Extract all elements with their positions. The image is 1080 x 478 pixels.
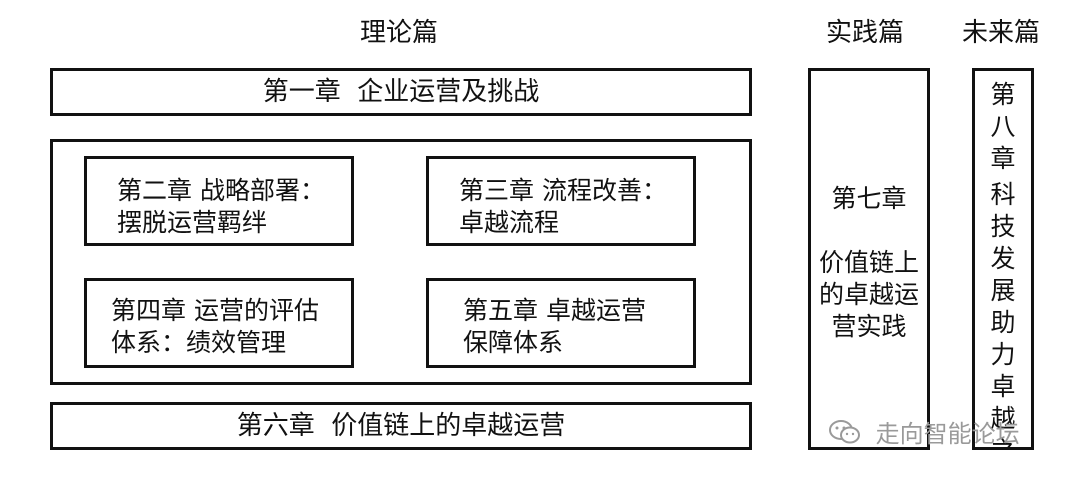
chapter-2-box: 第二章 战略部署： 摆脱运营羁绊 xyxy=(84,156,354,246)
chapter-8-box: 第 八 章 科 技 发 展 助 力 卓 越 之 旅 xyxy=(972,68,1034,450)
chapter-4-label: 第四章 运营的评估 体系：绩效管理 xyxy=(111,296,319,357)
chapter-7-body: 价值链上 的卓越运 营实践 xyxy=(818,248,919,341)
chapter-3-box: 第三章 流程改善： 卓越流程 xyxy=(426,156,696,246)
chapter-5-box: 第五章 卓越运营 保障体系 xyxy=(426,278,696,368)
chapter-3-label: 第三章 流程改善： 卓越流程 xyxy=(459,176,667,237)
chapter-8-body: 科 技 发 展 助 力 卓 越 之 旅 xyxy=(990,180,1016,447)
watermark-text: 走向智能论坛 xyxy=(875,420,1020,448)
heading-future: 未来篇 xyxy=(962,18,1041,48)
heading-theory: 理论篇 xyxy=(360,18,439,48)
heading-practice: 实践篇 xyxy=(826,18,905,48)
watermark: 走向智能论坛 xyxy=(828,414,1020,451)
chapter-7-box: 第七章 价值链上 的卓越运 营实践 xyxy=(808,68,930,450)
chapter-1-label: 第一章 企业运营及挑战 xyxy=(262,77,540,107)
chapter-1-box: 第一章 企业运营及挑战 xyxy=(50,68,752,116)
chapter-7-title: 第七章 xyxy=(831,184,907,213)
chapter-6-label: 第六章 价值链上的卓越运营 xyxy=(236,411,566,441)
chapter-6-box: 第六章 价值链上的卓越运营 xyxy=(50,402,752,450)
chapter-8-title: 第 八 章 xyxy=(990,80,1016,173)
chapter-2-label: 第二章 战略部署： 摆脱运营羁绊 xyxy=(117,176,325,237)
chapter-5-label: 第五章 卓越运营 保障体系 xyxy=(463,296,646,357)
chapter-4-box: 第四章 运营的评估 体系：绩效管理 xyxy=(84,278,354,368)
wechat-icon xyxy=(828,419,862,451)
